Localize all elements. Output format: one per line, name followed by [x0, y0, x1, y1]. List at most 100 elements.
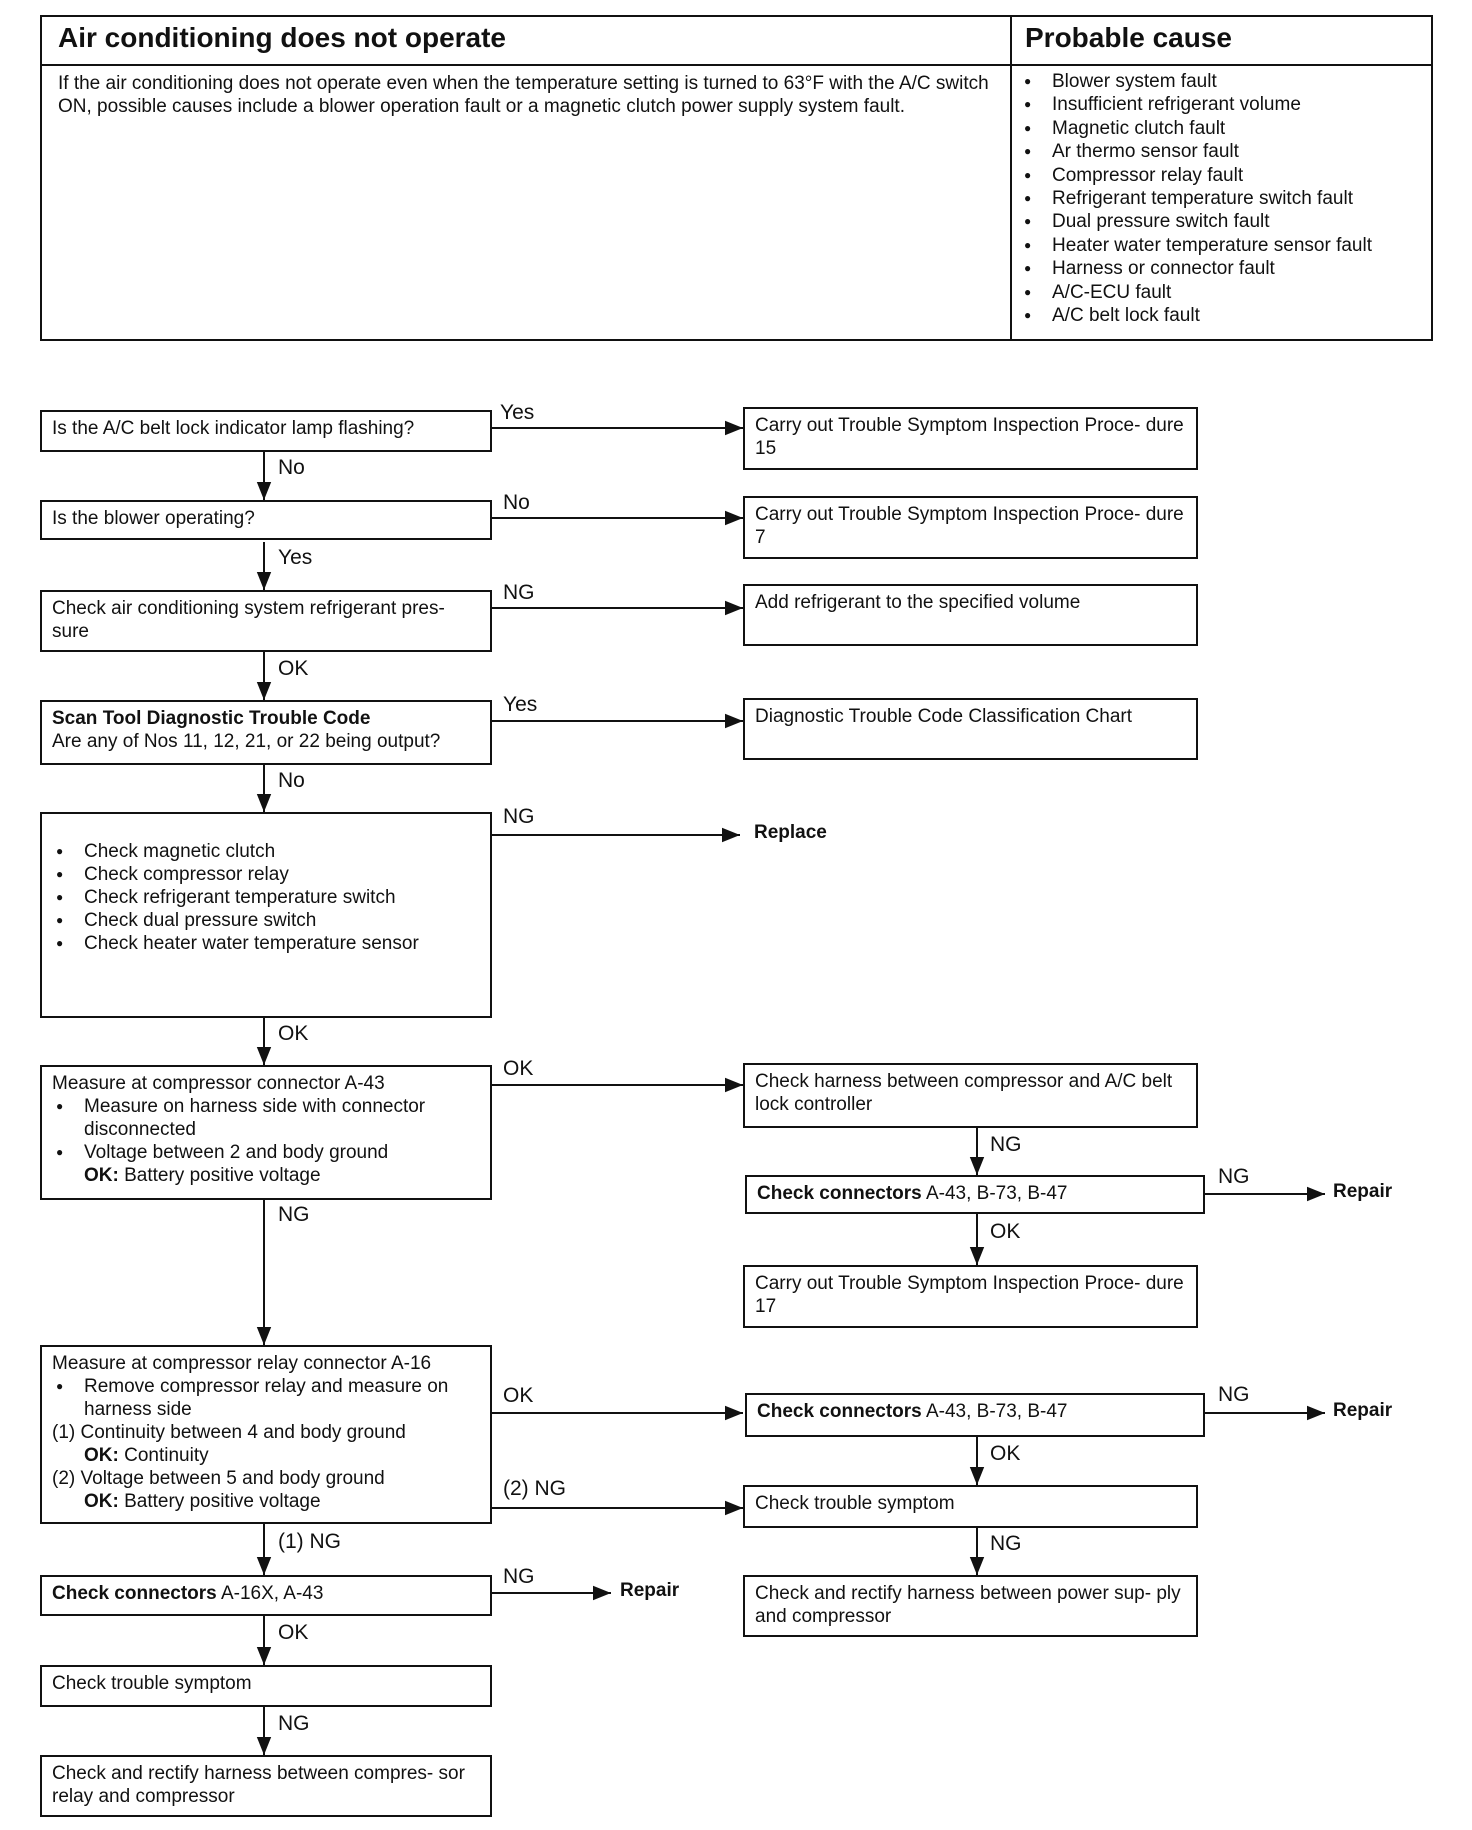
branch-label-yes: Yes — [500, 401, 535, 424]
check-item: Check compressor relay — [52, 863, 480, 886]
check-connectors-heading: Check connectors — [757, 1183, 922, 1204]
check-trouble-symptom-left: Check trouble symptom — [40, 1665, 492, 1707]
relay-sub-step-1: (1) Continuity between 4 and body ground — [52, 1422, 406, 1443]
header-title-divider — [42, 64, 1431, 66]
cause-item: Magnetic clutch fault — [1020, 117, 1372, 141]
symptom-header-panel — [40, 15, 1433, 341]
result-dtc-chart-text: Diagnostic Trouble Code Classification C… — [755, 706, 1133, 727]
check-item: Check refrigerant temperature switch — [52, 886, 480, 909]
branch-label-ng: NG — [503, 581, 535, 604]
measure-compressor-ok: OK: Battery positive voltage — [52, 1164, 480, 1187]
probable-cause-list: Blower system fault Insufficient refrige… — [1020, 70, 1372, 328]
branch-label-ng: NG — [278, 1203, 310, 1226]
branch-label-ng: NG — [1218, 1383, 1250, 1406]
branch-label-ok: OK — [503, 1384, 534, 1407]
check-item: Check heater water temperature sensor — [52, 932, 480, 955]
probable-cause-title: Probable cause — [1025, 22, 1232, 53]
result-procedure-17-text: Carry out Trouble Symptom Inspection Pro… — [755, 1273, 1184, 1317]
header-column-divider — [1010, 17, 1012, 339]
check-connectors-a43-first: Check connectors A-43, B-73, B-47 — [745, 1175, 1205, 1214]
result-dtc-chart: Diagnostic Trouble Code Classification C… — [743, 698, 1198, 760]
check-trouble-symptom-right: Check trouble symptom — [743, 1485, 1198, 1528]
check-trouble-symptom-text: Check trouble symptom — [755, 1493, 955, 1514]
cause-item: Refrigerant temperature switch fault — [1020, 187, 1372, 211]
result-procedure-17: Carry out Trouble Symptom Inspection Pro… — [743, 1265, 1198, 1328]
ok-label: OK: — [84, 1491, 119, 1512]
measure-compressor-connector: Measure at compressor connector A-43 Mea… — [40, 1065, 492, 1200]
q-blower-operating-text: Is the blower operating? — [52, 508, 255, 529]
check-item: Check dual pressure switch — [52, 909, 480, 932]
rectify-harness-power: Check and rectify harness between power … — [743, 1575, 1198, 1637]
measure-relay-steps: Remove compressor relay and measure on h… — [52, 1375, 480, 1421]
check-connectors-list: A-43, B-73, B-47 — [925, 1183, 1068, 1204]
result-procedure-7-text: Carry out Trouble Symptom Inspection Pro… — [755, 504, 1184, 548]
ok-value: Continuity — [124, 1445, 209, 1466]
relay-sub-step-1-ok: OK: Continuity — [52, 1444, 480, 1467]
measure-relay-connector: Measure at compressor relay connector A-… — [40, 1345, 492, 1524]
branch-label-no: No — [503, 491, 530, 514]
cause-item: Harness or connector fault — [1020, 257, 1372, 281]
cause-item: Ar thermo sensor fault — [1020, 140, 1372, 164]
cause-item: Compressor relay fault — [1020, 164, 1372, 188]
symptom-description: If the air conditioning does not operate… — [58, 73, 989, 117]
check-harness-belt-lock-text: Check harness between compressor and A/C… — [755, 1071, 1173, 1115]
ok-value: Battery positive voltage — [124, 1165, 321, 1186]
ok-label: OK: — [84, 1165, 119, 1186]
component-check-list: Check magnetic clutch Check compressor r… — [52, 840, 480, 955]
branch-label-ng: NG — [990, 1532, 1022, 1555]
measure-step: Voltage between 2 and body ground — [52, 1141, 480, 1164]
result-add-refrigerant-text: Add refrigerant to the specified volume — [755, 592, 1081, 613]
branch-label-ng2: (2) NG — [503, 1477, 566, 1500]
branch-label-ok: OK — [278, 1621, 309, 1644]
rectify-harness-relay-text: Check and rectify harness between compre… — [52, 1763, 465, 1807]
ok-value: Battery positive voltage — [124, 1491, 321, 1512]
branch-label-no: No — [278, 456, 305, 479]
q-blower-operating: Is the blower operating? — [40, 500, 492, 540]
check-connectors-a43-second: Check connectors A-43, B-73, B-47 — [745, 1393, 1205, 1437]
repair-endpoint: Repair — [1333, 1400, 1393, 1421]
relay-sub-step-2: (2) Voltage between 5 and body ground — [52, 1468, 385, 1489]
rectify-harness-power-text: Check and rectify harness between power … — [755, 1583, 1181, 1627]
check-connectors-heading: Check connectors — [757, 1401, 922, 1422]
repair-endpoint: Repair — [1333, 1181, 1393, 1202]
branch-label-yes: Yes — [278, 546, 313, 569]
result-procedure-7: Carry out Trouble Symptom Inspection Pro… — [743, 496, 1198, 559]
cause-item: Blower system fault — [1020, 70, 1372, 94]
check-connectors-a16x: Check connectors A-16X, A-43 — [40, 1575, 492, 1616]
scan-tool-dtc: Scan Tool Diagnostic Trouble Code Are an… — [40, 700, 492, 765]
cause-item: Heater water temperature sensor fault — [1020, 234, 1372, 258]
check-refrigerant-pressure: Check air conditioning system refrigeran… — [40, 590, 492, 652]
cause-item: A/C-ECU fault — [1020, 281, 1372, 305]
cause-item: Dual pressure switch fault — [1020, 210, 1372, 234]
q-belt-lock-lamp-text: Is the A/C belt lock indicator lamp flas… — [52, 418, 415, 439]
check-item: Check magnetic clutch — [52, 840, 480, 863]
check-trouble-symptom-text: Check trouble symptom — [52, 1673, 252, 1694]
result-add-refrigerant: Add refrigerant to the specified volume — [743, 584, 1198, 646]
branch-label-yes: Yes — [503, 693, 538, 716]
branch-label-ok: OK — [990, 1442, 1021, 1465]
check-connectors-list: A-43, B-73, B-47 — [925, 1401, 1068, 1422]
result-procedure-15: Carry out Trouble Symptom Inspection Pro… — [743, 407, 1198, 470]
measure-compressor-title: Measure at compressor connector A-43 — [52, 1073, 385, 1094]
scan-tool-dtc-question: Are any of Nos 11, 12, 21, or 22 being o… — [52, 731, 441, 752]
branch-label-ok: OK — [278, 657, 309, 680]
branch-label-ng1: (1) NG — [278, 1530, 341, 1553]
branch-label-ok: OK — [503, 1057, 534, 1080]
cause-item: Insufficient refrigerant volume — [1020, 93, 1372, 117]
q-belt-lock-lamp: Is the A/C belt lock indicator lamp flas… — [40, 410, 492, 452]
branch-label-ng: NG — [503, 1565, 535, 1588]
ok-label: OK: — [84, 1445, 119, 1466]
measure-step: Measure on harness side with connector d… — [52, 1095, 480, 1141]
replace-endpoint: Replace — [754, 822, 827, 843]
component-checks: Check magnetic clutch Check compressor r… — [40, 812, 492, 1018]
branch-label-ng: NG — [503, 805, 535, 828]
measure-step: Remove compressor relay and measure on h… — [52, 1375, 480, 1421]
result-procedure-15-text: Carry out Trouble Symptom Inspection Pro… — [755, 415, 1184, 459]
branch-label-ng: NG — [1218, 1165, 1250, 1188]
branch-label-ng: NG — [278, 1712, 310, 1735]
measure-compressor-steps: Measure on harness side with connector d… — [52, 1095, 480, 1164]
branch-label-no: No — [278, 769, 305, 792]
check-refrigerant-pressure-text: Check air conditioning system refrigeran… — [52, 598, 445, 642]
branch-label-ok: OK — [990, 1220, 1021, 1243]
